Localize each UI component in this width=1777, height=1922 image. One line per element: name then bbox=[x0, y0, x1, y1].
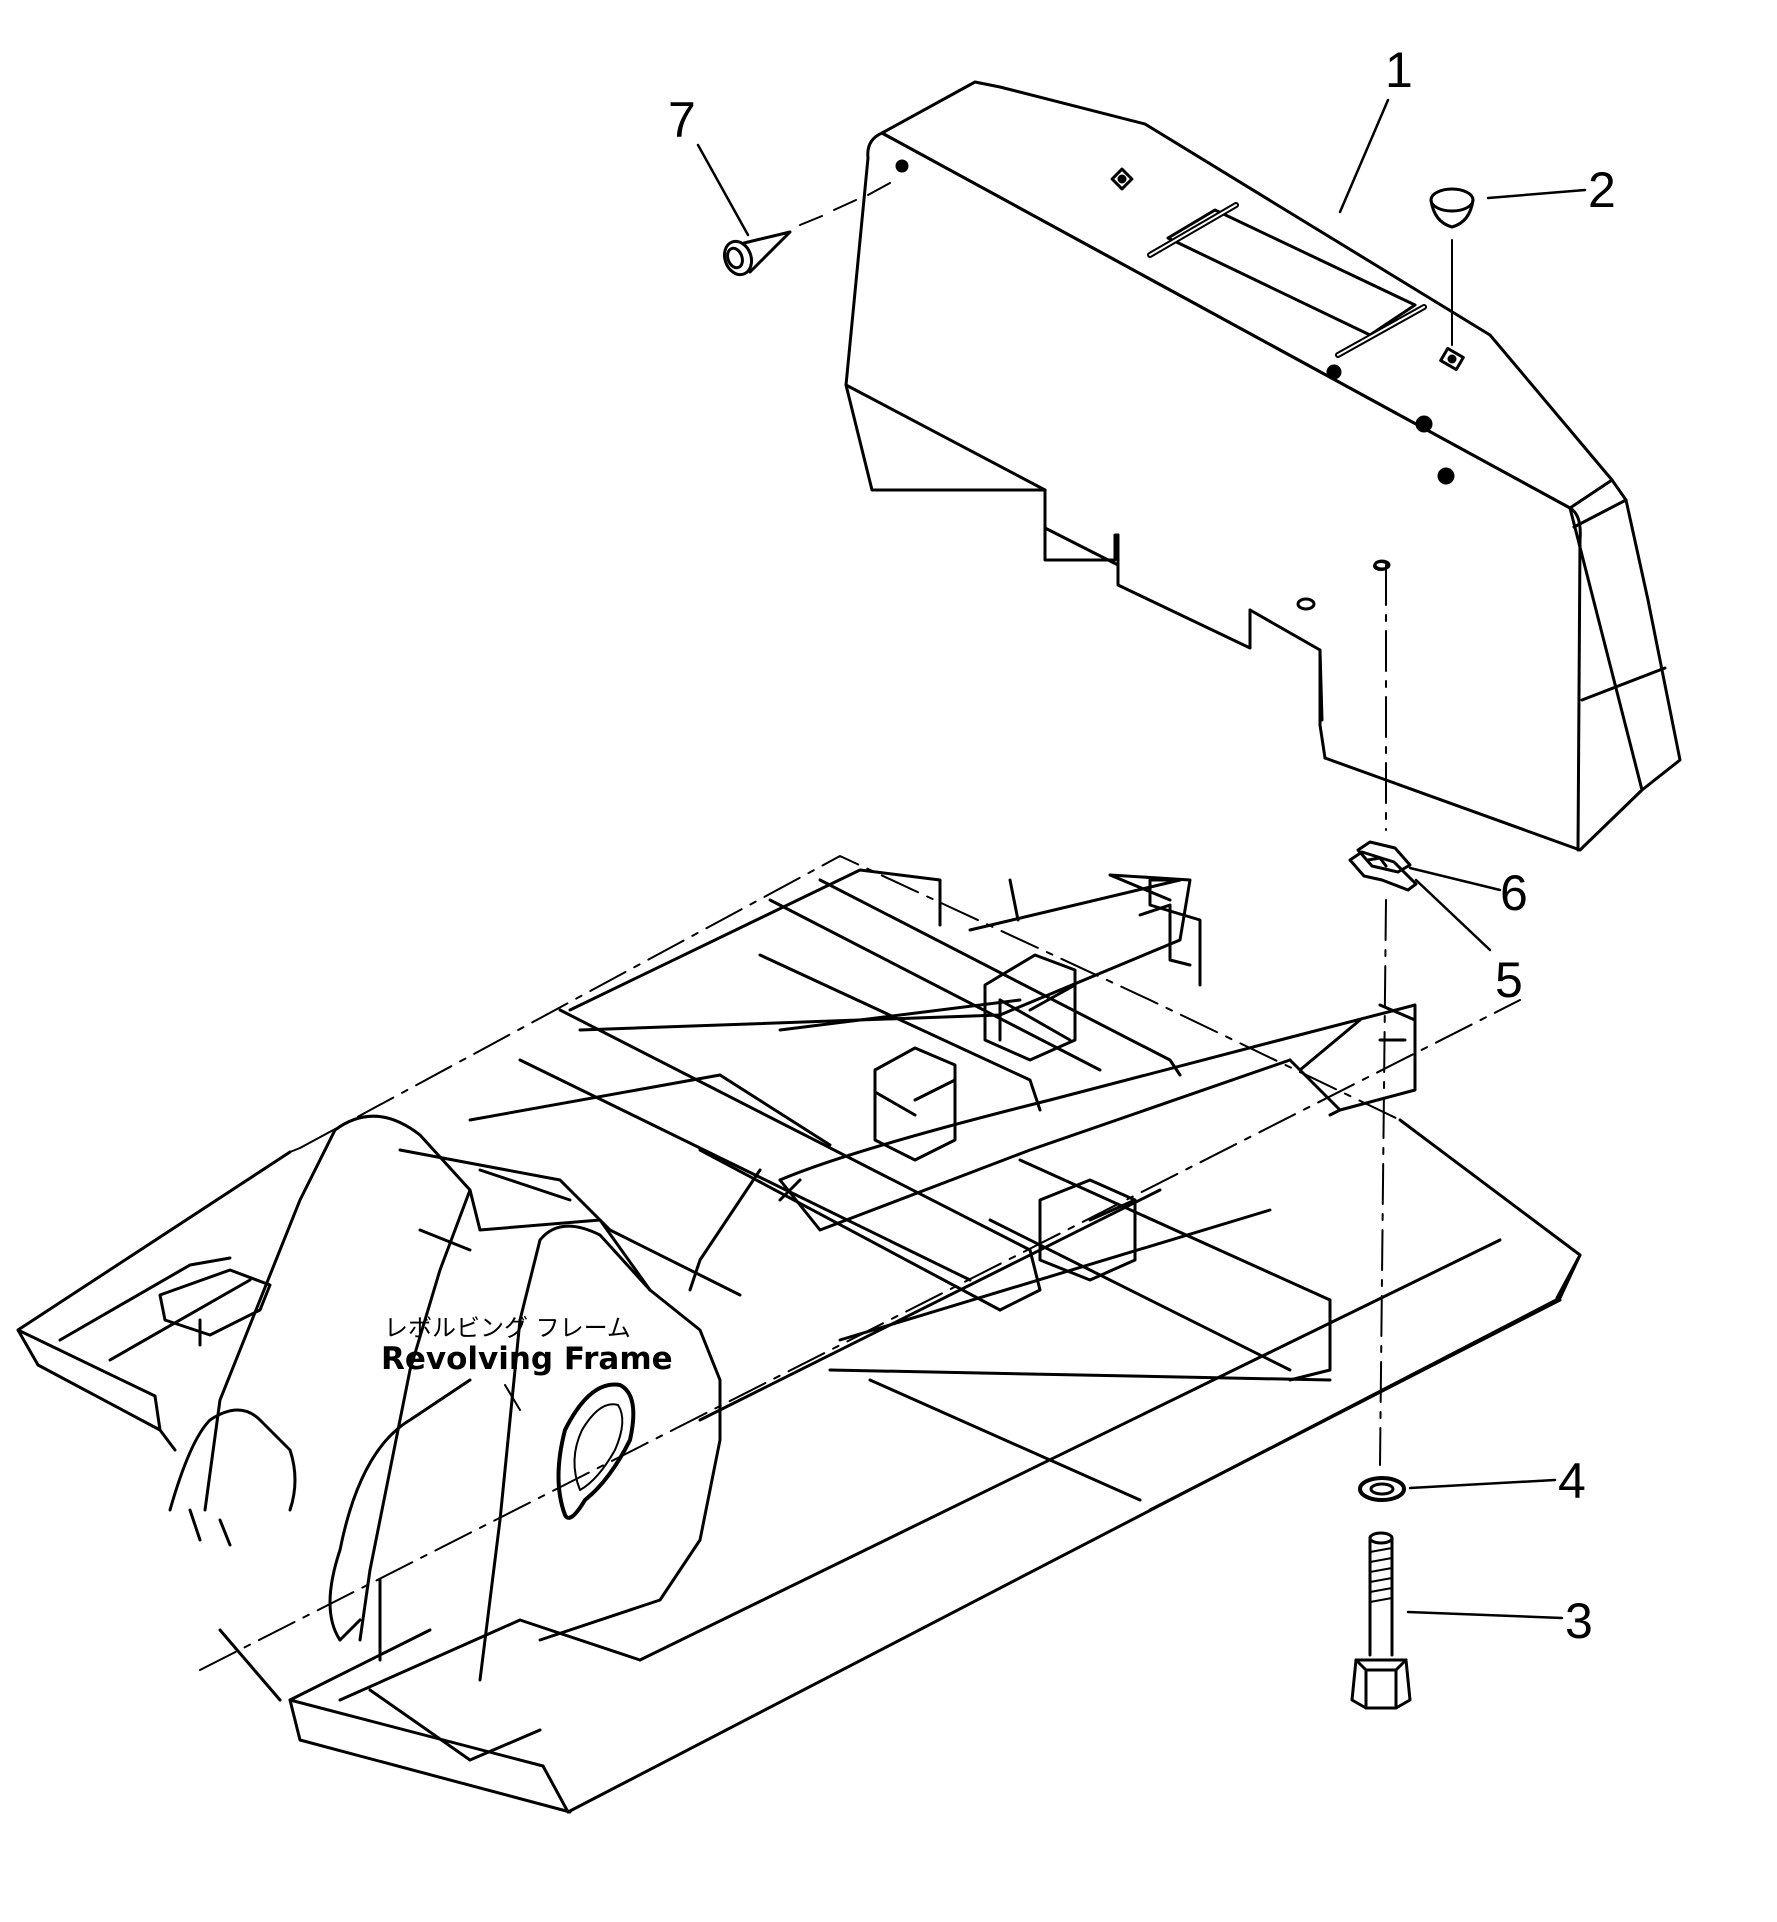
revolving-frame bbox=[16, 855, 1582, 1814]
counterweight bbox=[844, 80, 1682, 852]
callout-1: 1 bbox=[1385, 42, 1413, 98]
bolt-center-line bbox=[1379, 564, 1387, 1466]
shim-plate bbox=[1348, 840, 1418, 892]
leader-lines bbox=[696, 98, 1587, 1620]
callout-4: 4 bbox=[1558, 1453, 1586, 1509]
callout-2: 2 bbox=[1588, 162, 1616, 218]
plug-part bbox=[1429, 187, 1475, 346]
frame-label-english: Revolving Frame bbox=[381, 1341, 673, 1377]
bolt bbox=[1350, 1531, 1412, 1710]
frame-label-leader bbox=[504, 1384, 521, 1411]
washer bbox=[1358, 1476, 1406, 1502]
frame-label-japanese: レボルビング フレーム bbox=[384, 1314, 631, 1342]
rivet-part bbox=[722, 182, 891, 277]
callout-7: 7 bbox=[668, 92, 696, 148]
callout-3: 3 bbox=[1565, 1593, 1593, 1649]
callout-5: 5 bbox=[1495, 952, 1523, 1008]
callout-6: 6 bbox=[1500, 865, 1528, 921]
